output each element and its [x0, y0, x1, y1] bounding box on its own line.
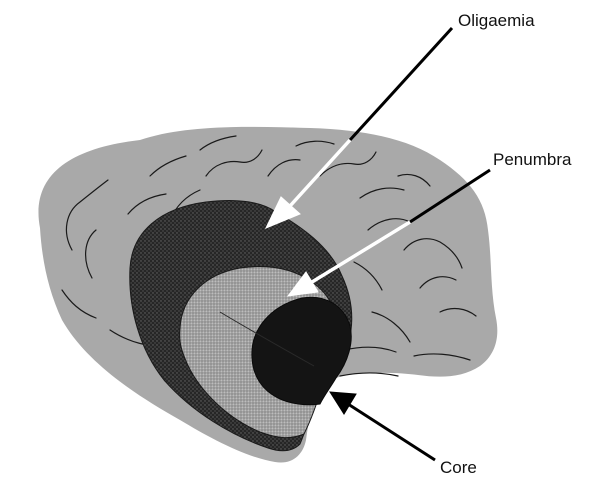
core-label: Core	[440, 459, 477, 476]
oligaemia-label: Oligaemia	[458, 12, 535, 29]
core-arrow	[330, 392, 435, 460]
penumbra-label: Penumbra	[493, 151, 571, 168]
